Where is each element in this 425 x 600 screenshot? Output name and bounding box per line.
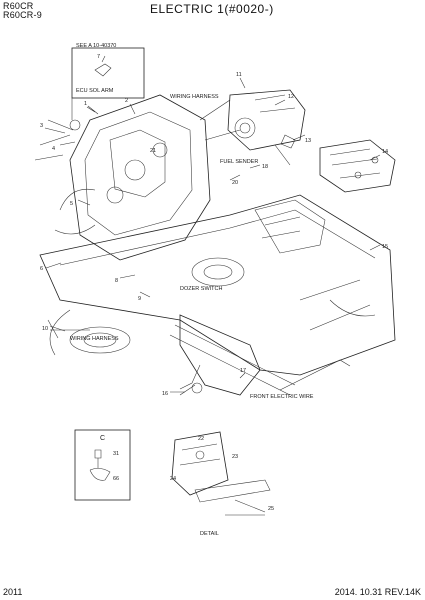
- engine-assembly: WIRING HARNESS: [34, 94, 241, 261]
- see-a-callout: SEE A 10-40370: [76, 43, 116, 49]
- part-number: 10: [42, 326, 48, 332]
- part-number: 9: [138, 296, 141, 302]
- part-number: 21: [150, 148, 156, 154]
- part-number: 17: [240, 368, 246, 374]
- bracket-assembly: FUEL SENDER: [220, 89, 306, 166]
- part-number: 6: [40, 266, 43, 272]
- part-number: 7: [97, 54, 100, 60]
- part-number: 20: [232, 180, 238, 186]
- part-number: 22: [198, 436, 204, 442]
- fuel-sender-callout: FUEL SENDER: [220, 159, 258, 165]
- detail-c-box: C 31 66: [74, 429, 131, 501]
- leader-lines: [44, 77, 381, 393]
- page-title: ELECTRIC 1(#0020-): [150, 2, 274, 16]
- ground-callout: ECU SOL ARM: [76, 88, 114, 94]
- front-switch-callout: FRONT ELECTRIC WIRE: [250, 394, 314, 400]
- model-line-2: R60CR-9: [3, 10, 42, 20]
- part-number: 25: [268, 506, 274, 512]
- part-number: 18: [262, 164, 268, 170]
- part-number: 4: [52, 146, 55, 152]
- part-number: 24: [170, 476, 176, 482]
- detail-bottom-callout: DETAIL: [200, 531, 219, 537]
- revision-date: 2014. 10.31 REV.14K: [334, 587, 421, 597]
- part-number: 12: [288, 94, 294, 100]
- part-number: 11: [236, 72, 242, 78]
- part-number: 2: [125, 98, 128, 104]
- part-number: 14: [382, 149, 388, 155]
- see-a-detail-box: SEE A 10-40370 ECU SOL ARM: [71, 43, 145, 120]
- harness-callout: WIRING HARNESS: [70, 336, 119, 342]
- part-number: 5: [70, 201, 73, 207]
- svg-text:31: 31: [113, 451, 119, 457]
- upper-frame: DOZER SWITCH: [39, 194, 396, 376]
- model-line-1: R60CR: [3, 1, 34, 11]
- dozer-callout: DOZER SWITCH: [180, 286, 222, 292]
- battery-box: [319, 139, 396, 193]
- part-number: 23: [232, 454, 238, 460]
- svg-text:66: 66: [113, 476, 119, 482]
- part-number: 8: [115, 278, 118, 284]
- part-number: 16: [162, 391, 168, 397]
- page-number: 2011: [3, 587, 23, 597]
- detail-c-label: C: [100, 435, 105, 442]
- part-number: 15: [382, 244, 388, 250]
- part-number-labels: 7 1 2 3 4 5 6 8 9 10 11 12 13 14 15 16 1…: [40, 54, 388, 512]
- part-number: 3: [40, 123, 43, 129]
- part-number: 13: [305, 138, 311, 144]
- part-number: 1: [84, 101, 87, 107]
- console-assembly: DETAIL: [171, 431, 271, 537]
- wiring-callout: WIRING HARNESS: [170, 94, 219, 100]
- lower-harness: FRONT ELECTRIC WIRE WIRING HARNESS: [47, 314, 351, 400]
